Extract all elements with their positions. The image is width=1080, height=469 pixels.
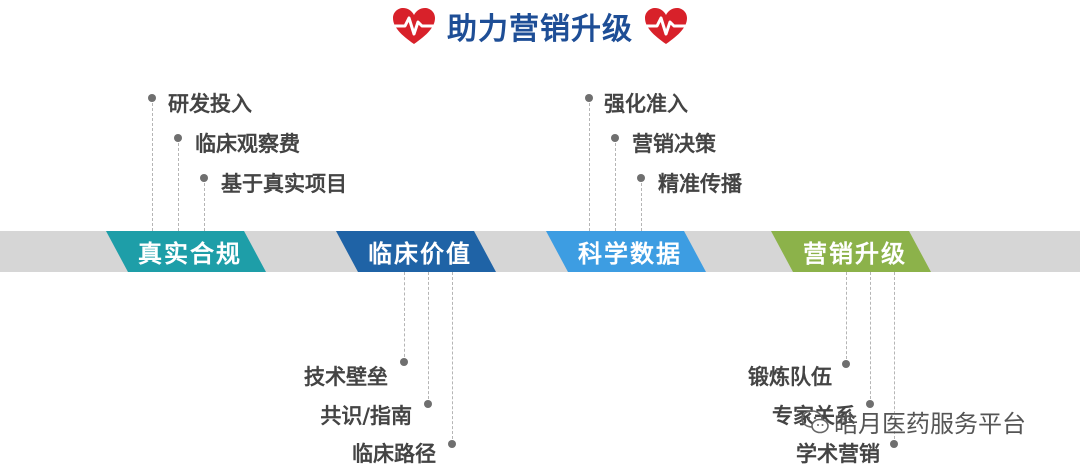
- connector-line: [589, 98, 590, 231]
- page-title: 助力营销升级: [447, 12, 633, 47]
- bullet-dot: [585, 94, 593, 102]
- stage-item: 锻炼队伍: [748, 365, 832, 389]
- connector-line: [204, 178, 205, 231]
- watermark: 皓月医药服务平台: [800, 404, 1026, 439]
- stage-item: 临床观察费: [195, 132, 300, 156]
- connector-line: [404, 272, 405, 362]
- stage-label-text: 科学数据: [578, 240, 682, 268]
- title-bar: 助力营销升级: [0, 2, 1080, 50]
- stage-item: 基于真实项目: [221, 172, 347, 196]
- connector-line: [615, 138, 616, 231]
- bullet-dot: [448, 440, 456, 448]
- stage-item: 强化准入: [604, 92, 688, 116]
- connector-line: [641, 178, 642, 231]
- connector-line: [428, 272, 429, 404]
- heart-pulse-icon: [645, 8, 687, 44]
- stage-label-text: 营销升级: [803, 240, 907, 268]
- bullet-dot: [866, 400, 874, 408]
- connector-line: [894, 272, 895, 444]
- stage-item: 共识/指南: [320, 404, 412, 428]
- stage-item: 技术壁垒: [304, 365, 388, 389]
- stage-label-text: 真实合规: [138, 240, 242, 268]
- stage-item: 学术营销: [796, 442, 880, 466]
- stage-item: 研发投入: [168, 92, 252, 116]
- connector-line: [452, 272, 453, 444]
- bullet-dot: [200, 174, 208, 182]
- stage-label-compliance: 真实合规: [106, 231, 266, 272]
- stage-label-scientific-data: 科学数据: [546, 231, 706, 272]
- connector-line: [178, 138, 179, 231]
- connector-line: [152, 98, 153, 231]
- bullet-dot: [611, 134, 619, 142]
- stage-label-marketing-upgrade: 营销升级: [771, 231, 931, 272]
- stage-item: 营销决策: [632, 132, 716, 156]
- wechat-icon: [801, 409, 829, 433]
- watermark-text: 皓月医药服务平台: [834, 410, 1026, 438]
- bullet-dot: [637, 174, 645, 182]
- connector-line: [870, 272, 871, 404]
- stage-label-clinical-value: 临床价值: [336, 231, 496, 272]
- stage-item: 精准传播: [658, 172, 742, 196]
- bullet-dot: [424, 400, 432, 408]
- stage-label-text: 临床价值: [368, 240, 472, 268]
- connector-line: [846, 272, 847, 364]
- bullet-dot: [890, 440, 898, 448]
- bullet-dot: [842, 360, 850, 368]
- bullet-dot: [148, 94, 156, 102]
- bullet-dot: [174, 134, 182, 142]
- bullet-dot: [400, 358, 408, 366]
- stage-item: 临床路径: [352, 442, 436, 466]
- heart-pulse-icon: [393, 8, 435, 44]
